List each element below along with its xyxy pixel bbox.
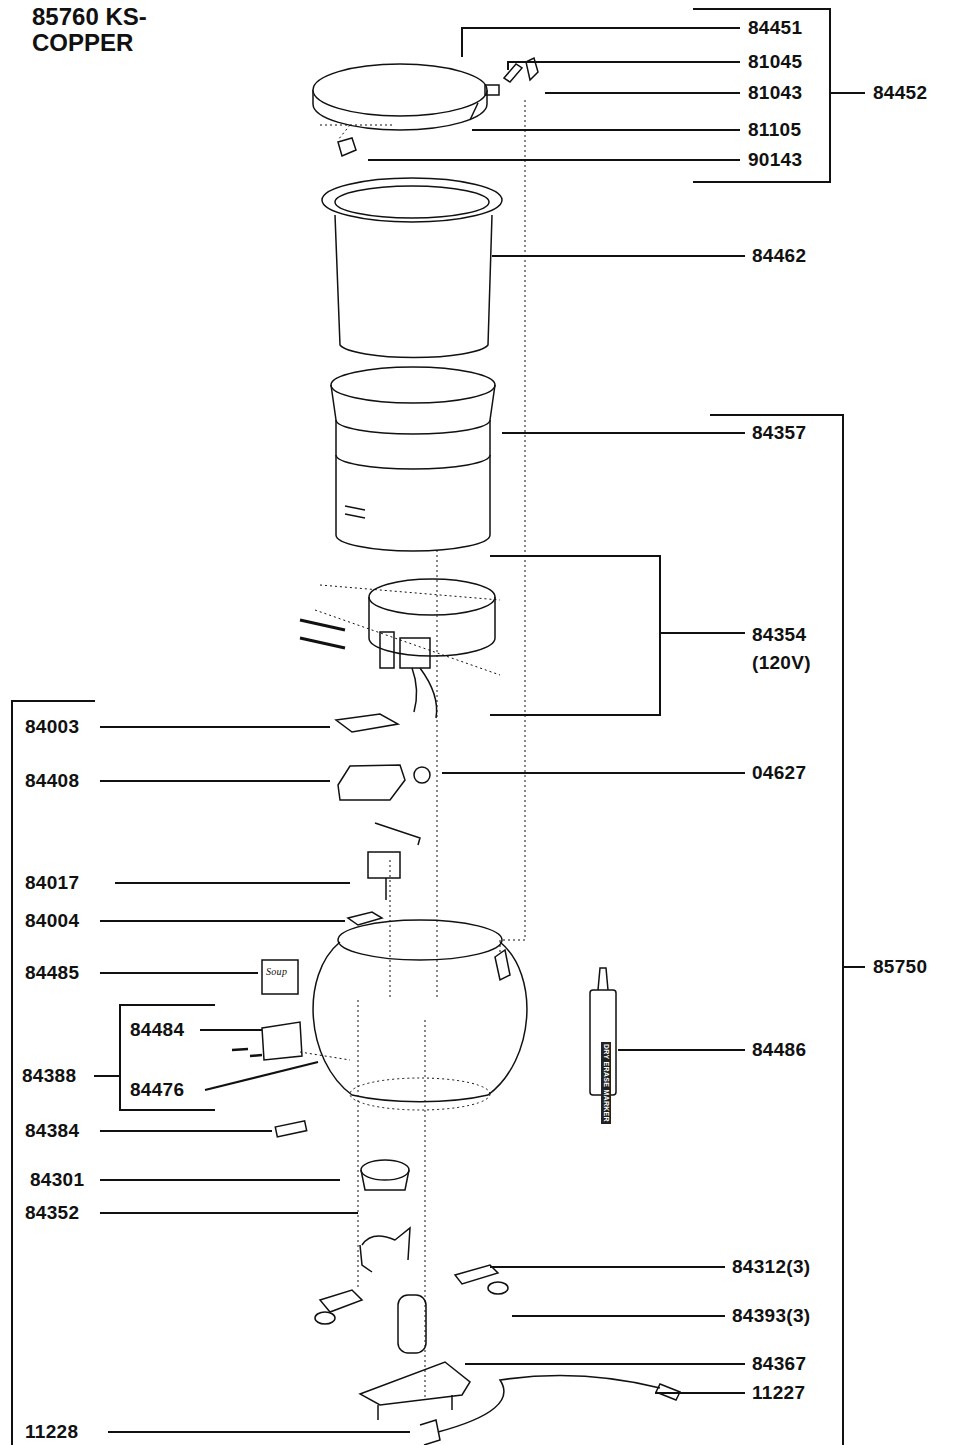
callout-number: 84476 <box>130 1079 184 1101</box>
callout-number: 84408 <box>25 770 79 792</box>
card-text: Soup <box>266 966 287 978</box>
marker-text: DRY ERASE MARKER <box>601 1042 611 1124</box>
callout-number: 84004 <box>25 910 79 932</box>
callout-number: 84388 <box>22 1065 76 1087</box>
callout-number: 84451 <box>748 17 802 39</box>
callout-number: 84452 <box>873 82 927 104</box>
callout-number: 84393(3) <box>732 1305 810 1327</box>
callout-number: 11228 <box>25 1421 78 1443</box>
callout-number: 84462 <box>752 245 806 267</box>
callout-number: 84357 <box>752 422 806 444</box>
callout-number: 85750 <box>873 956 927 978</box>
callout-number: 84017 <box>25 872 79 894</box>
callout-number: 84485 <box>25 962 79 984</box>
callout-number: 84354 (120V) <box>752 621 822 677</box>
callout-number: 11227 <box>752 1382 805 1404</box>
callout-number: 84003 <box>25 716 79 738</box>
callout-number: 81105 <box>748 119 801 141</box>
callout-number: 81045 <box>748 51 802 73</box>
callout-number: 84384 <box>25 1120 79 1142</box>
callout-number: 84367 <box>752 1353 806 1375</box>
callout-number: 90143 <box>748 149 802 171</box>
callout-number: 81043 <box>748 82 802 104</box>
callout-number: 84312(3) <box>732 1256 810 1278</box>
callout-number: 04627 <box>752 762 806 784</box>
diagram-title: 85760 KS-COPPER <box>32 4 207 56</box>
callout-number: 84484 <box>130 1019 184 1041</box>
callout-number: 84352 <box>25 1202 79 1224</box>
callout-number: 84301 <box>30 1169 84 1191</box>
callout-number: 84486 <box>752 1039 806 1061</box>
